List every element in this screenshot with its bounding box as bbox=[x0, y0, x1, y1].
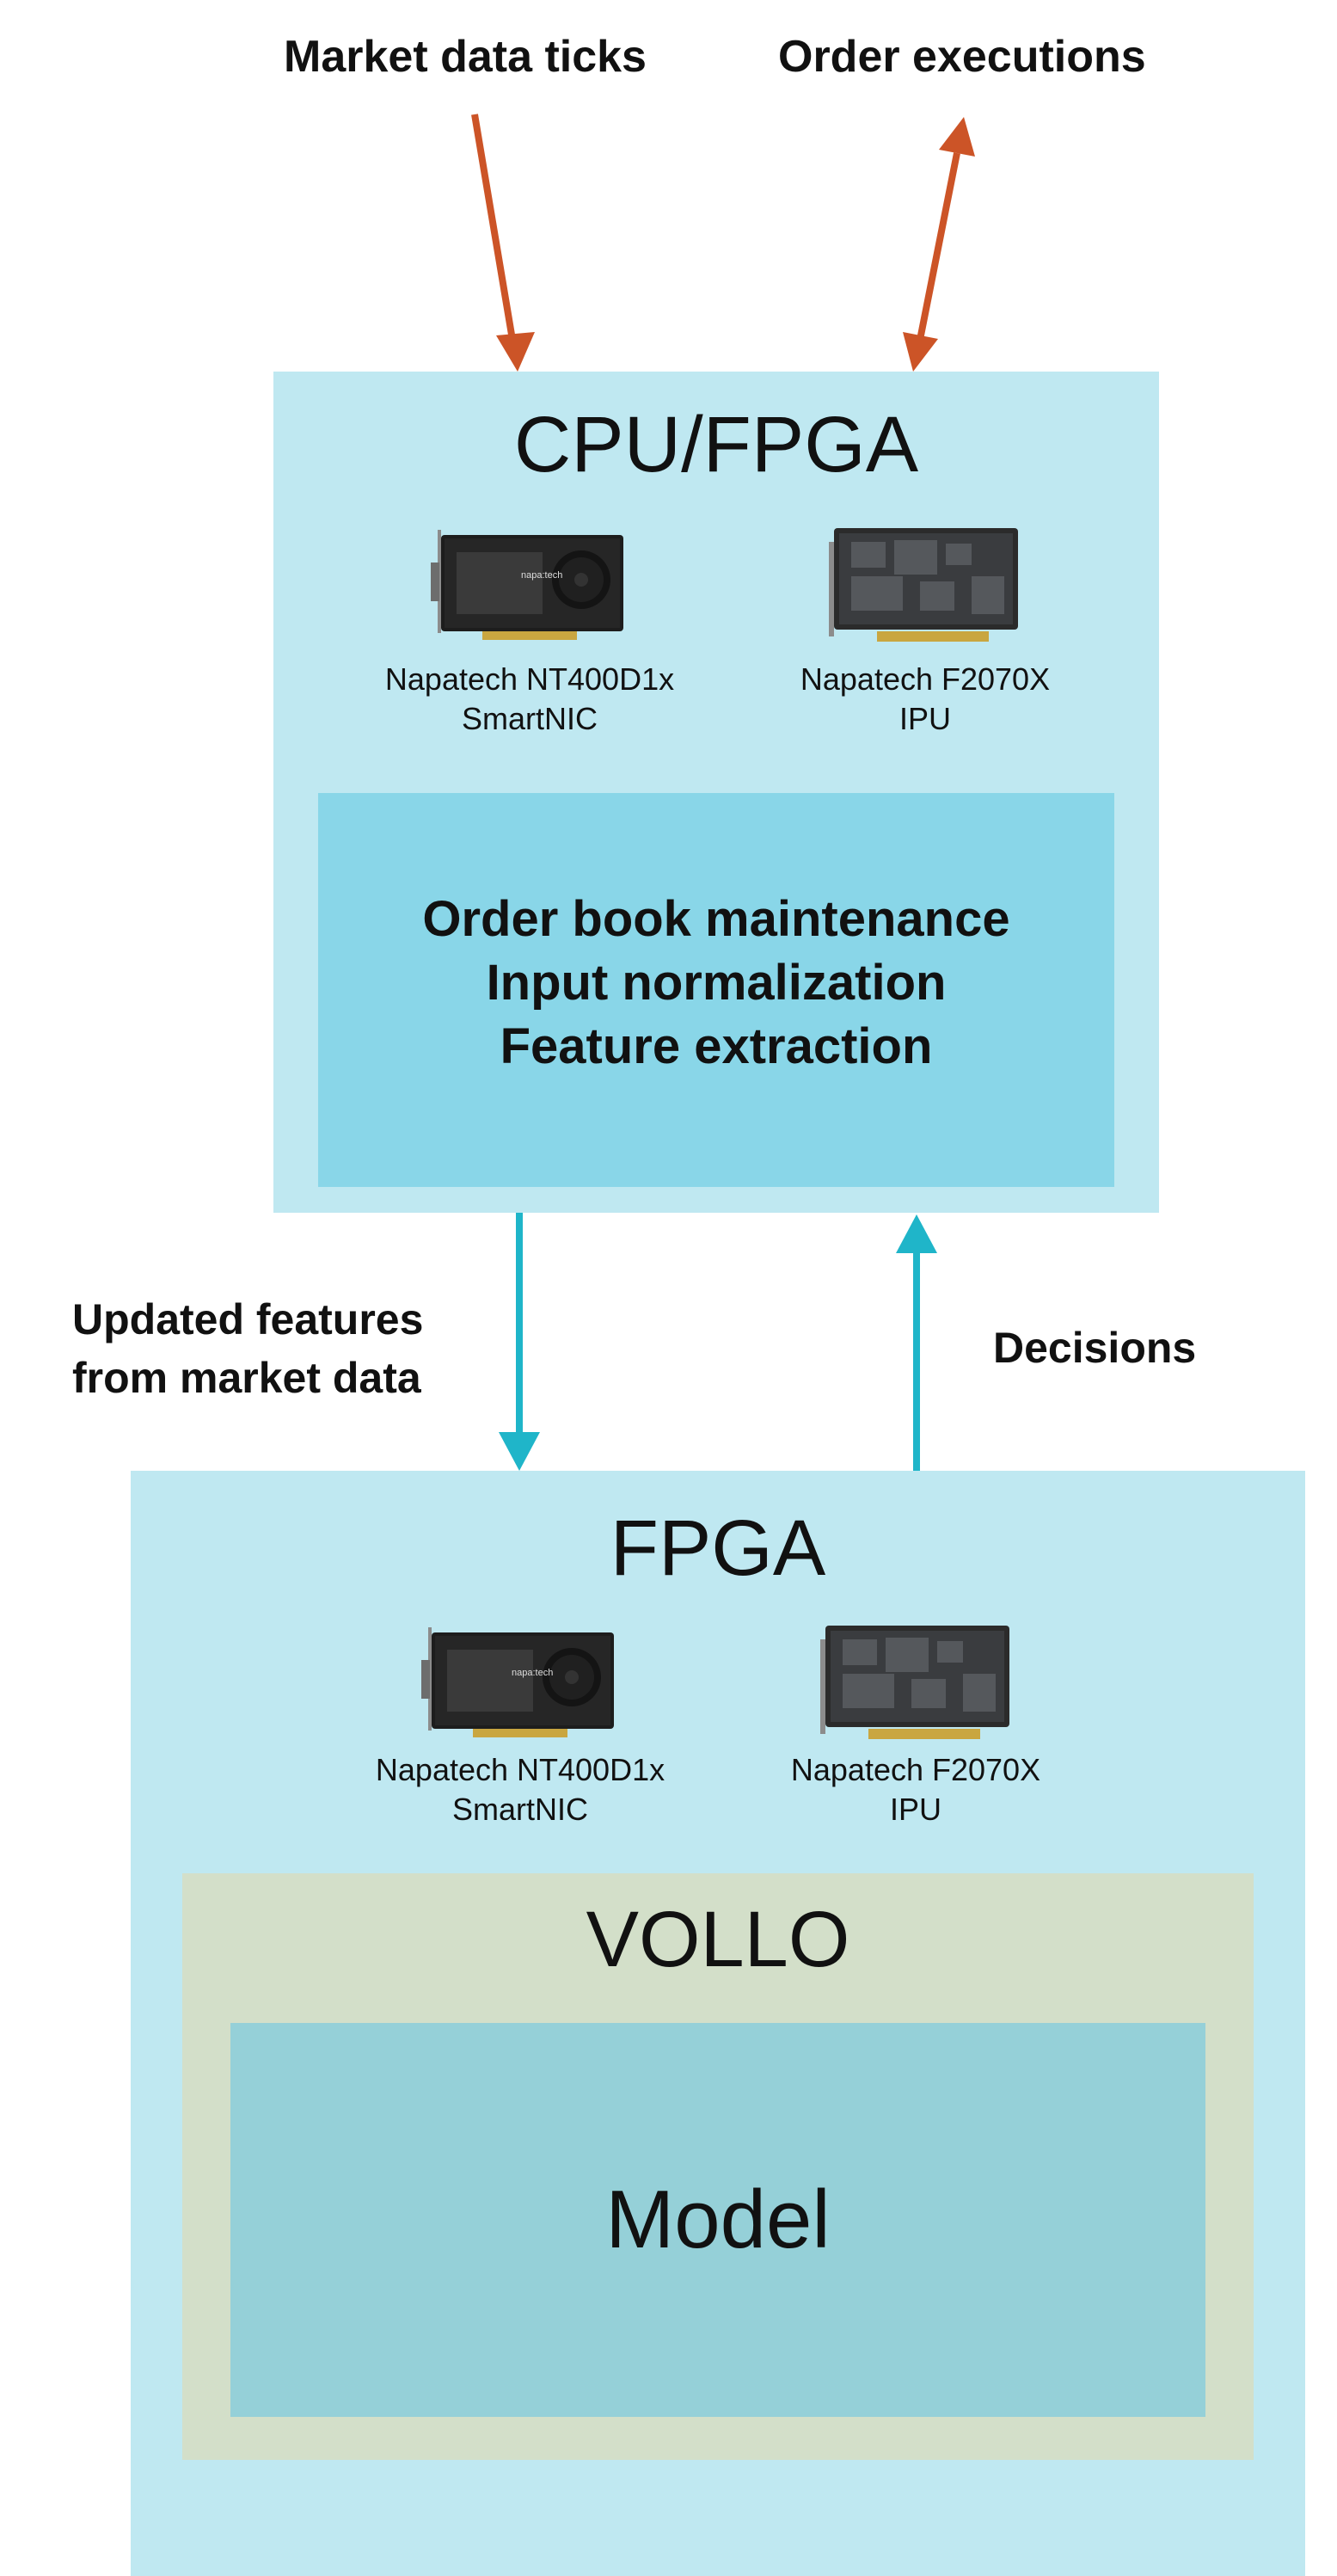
preprocessing-task-list: Order book maintenance Input normalizati… bbox=[318, 888, 1114, 1079]
fpga-box: FPGA napa:tech Napatech NT400D1x SmartNI… bbox=[131, 1471, 1305, 2576]
model-box: Model bbox=[230, 2023, 1205, 2417]
fpga-ipu-label: Napatech F2070X IPU bbox=[735, 1750, 1096, 1829]
order-executions-label: Order executions bbox=[778, 32, 1146, 82]
task-input-normalization: Input normalization bbox=[486, 955, 947, 1011]
updated-features-arrow bbox=[499, 1213, 540, 1471]
market-data-ticks-label: Market data ticks bbox=[284, 32, 647, 82]
cpu-fpga-box: CPU/FPGA napa:tech Napatech NT400D1x Sma… bbox=[273, 372, 1159, 1213]
decisions-label: Decisions bbox=[993, 1324, 1197, 1372]
ipu-name: Napatech F2070X bbox=[800, 661, 1051, 697]
svg-text:napa:tech: napa:tech bbox=[521, 570, 562, 581]
market-data-arrow bbox=[471, 114, 535, 372]
fpga-smartnic-card-icon: napa:tech bbox=[421, 1627, 614, 1737]
fpga-ipu-card-icon bbox=[820, 1626, 1009, 1739]
fpga-smartnic-name: Napatech NT400D1x bbox=[375, 1752, 665, 1787]
svg-text:napa:tech: napa:tech bbox=[512, 1668, 553, 1678]
fpga-smartnic-label: Napatech NT400D1x SmartNIC bbox=[340, 1750, 701, 1829]
task-feature-extraction: Feature extraction bbox=[500, 1018, 933, 1074]
updated-features-line1: Updated features bbox=[72, 1295, 424, 1343]
cpu-fpga-title: CPU/FPGA bbox=[513, 401, 919, 489]
vollo-title: VOLLO bbox=[586, 1896, 850, 1983]
ipu-label: Napatech F2070X IPU bbox=[745, 660, 1106, 739]
order-executions-arrow bbox=[903, 117, 975, 372]
smartnic-card-icon: napa:tech bbox=[431, 530, 623, 640]
updated-features-label: Updated features from market data bbox=[72, 1290, 423, 1407]
fpga-title: FPGA bbox=[610, 1504, 826, 1592]
smartnic-type: SmartNIC bbox=[461, 701, 598, 736]
fpga-ipu-type: IPU bbox=[889, 1792, 941, 1827]
task-order-book: Order book maintenance bbox=[422, 891, 1010, 947]
preprocessing-box: Order book maintenance Input normalizati… bbox=[318, 793, 1114, 1187]
decisions-arrow bbox=[896, 1214, 937, 1471]
smartnic-label: Napatech NT400D1x SmartNIC bbox=[349, 660, 710, 739]
model-label: Model bbox=[605, 2173, 831, 2266]
ipu-type: IPU bbox=[898, 701, 951, 736]
fpga-ipu-name: Napatech F2070X bbox=[790, 1752, 1041, 1787]
fpga-smartnic-type: SmartNIC bbox=[451, 1792, 588, 1827]
vollo-box: VOLLO Model bbox=[182, 1873, 1254, 2460]
updated-features-line2: from market data bbox=[72, 1354, 421, 1402]
smartnic-name: Napatech NT400D1x bbox=[384, 661, 675, 697]
ipu-card-icon bbox=[829, 528, 1018, 642]
